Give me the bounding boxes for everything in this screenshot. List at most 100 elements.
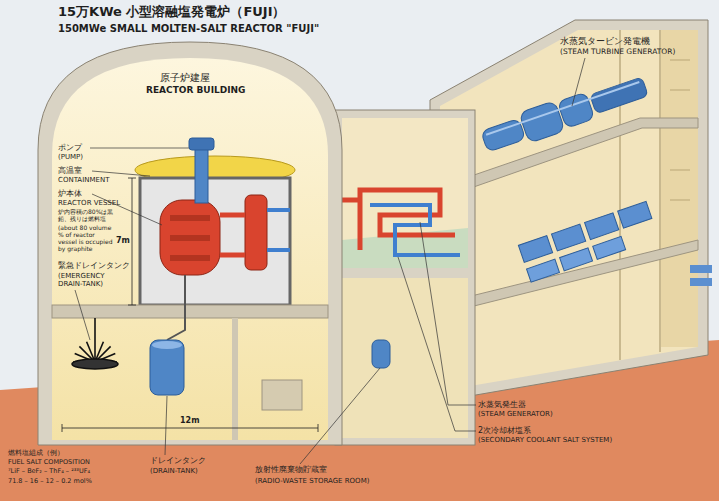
callout-label: 2次冷却材塩系 xyxy=(478,426,531,435)
column xyxy=(619,30,621,360)
condenser-units xyxy=(518,201,658,282)
turbine-casing xyxy=(557,92,594,128)
leader-line xyxy=(572,58,585,106)
reactor-vessel xyxy=(160,200,220,275)
leader-line xyxy=(75,290,90,340)
dimension-tick xyxy=(128,305,136,306)
column xyxy=(659,30,661,352)
unit xyxy=(618,201,652,228)
building-interior xyxy=(52,58,328,440)
diagram-title: 15万KWe 小型溶融塩発電炉（FUJI） xyxy=(58,5,286,20)
leader-line xyxy=(300,368,380,464)
callout-label: 放射性廃棄物貯蔵室 xyxy=(255,466,327,475)
callout-label: (DRAIN-TANK) xyxy=(150,467,198,475)
reactor-building xyxy=(38,42,342,445)
graphite-band xyxy=(170,235,210,241)
unit xyxy=(527,259,560,282)
graphite-band xyxy=(170,215,210,221)
callout-label: CONTAINMENT xyxy=(58,176,109,184)
dimension-label: 7m xyxy=(116,236,130,245)
emergency-drain-tank xyxy=(72,318,118,369)
leader-line xyxy=(398,257,476,431)
composition-text: 71.8 – 16 – 12 – 0.2 mol% xyxy=(8,478,92,485)
pump-shaft xyxy=(195,148,208,203)
hall-interior xyxy=(440,30,698,386)
callout-label: REACTOR VESSEL xyxy=(58,199,120,207)
callout-label: 緊急ドレインタンク xyxy=(58,262,130,271)
dimension-label: 12m xyxy=(180,416,199,425)
leader-line xyxy=(90,148,189,149)
callout-label: 水蒸気発生器 xyxy=(478,400,526,409)
callout-label: (STEAM TURBINE GENERATOR) xyxy=(560,48,675,57)
lower-floor xyxy=(455,240,698,310)
leader-line xyxy=(92,171,150,176)
building-wall xyxy=(335,110,475,445)
dimension-line xyxy=(62,428,318,429)
leader-line xyxy=(165,396,167,455)
dimension-line xyxy=(132,178,133,305)
callout-label: (PUMP) xyxy=(58,153,83,161)
secondary-loop xyxy=(267,210,290,250)
drain-tank xyxy=(150,340,184,395)
unit xyxy=(560,248,593,271)
leader-line xyxy=(420,222,476,405)
window xyxy=(670,200,690,201)
callout-label: 水蒸気タービン発電機 xyxy=(560,36,650,46)
dimension-tick xyxy=(128,178,136,179)
note-text: 炉内容積の80%は黒鉛、残りは燃料塩 xyxy=(58,209,114,223)
tank-top xyxy=(152,341,182,349)
window xyxy=(670,60,690,61)
highlight xyxy=(486,82,639,135)
drain-pipe xyxy=(167,275,185,340)
dimension-tick xyxy=(318,424,319,432)
upper-room xyxy=(342,118,468,268)
note-text: (about 80 volume % of reactor vessel is … xyxy=(58,225,114,253)
primary-pipe xyxy=(342,198,360,203)
storage-tank xyxy=(372,340,390,368)
window xyxy=(670,90,690,91)
window xyxy=(670,170,690,171)
secondary-pipe xyxy=(370,205,460,255)
callout-label: (STEAM GENERATOR) xyxy=(478,410,553,418)
heat-exchanger xyxy=(245,195,267,270)
steam-turbine xyxy=(479,71,650,157)
callout-label: 高温室 xyxy=(58,166,82,175)
composition-text: FUEL SALT COMPOSITION xyxy=(8,459,90,466)
building-label: REACTOR BUILDING xyxy=(146,85,246,95)
composition-text: ⁷LiF – BeF₂ – ThF₄ – ²³³UF₄ xyxy=(8,468,90,475)
callout-label: ポンプ xyxy=(58,143,82,152)
callout-label: 炉本体 xyxy=(58,189,82,198)
leader-lines xyxy=(75,58,585,464)
partition xyxy=(232,318,238,440)
outdoor-unit xyxy=(690,265,712,273)
dimension-tick xyxy=(62,424,63,432)
unit xyxy=(518,236,552,263)
pump-motor xyxy=(189,138,214,150)
unit xyxy=(593,236,626,259)
containment-cell xyxy=(140,178,290,305)
operating-floor xyxy=(445,118,698,196)
unit xyxy=(551,224,585,251)
primary-pipe xyxy=(360,190,455,250)
callout-label: (SECONDARY COOLANT SALT SYSTEM) xyxy=(478,436,612,444)
primary-loop xyxy=(220,215,245,255)
drain-pipe xyxy=(94,318,96,340)
outdoor-unit xyxy=(690,278,712,286)
waste-container xyxy=(262,380,302,410)
hall-side-wall xyxy=(660,30,698,347)
subtitle: 150MWe SMALL MOLTEN-SALT REACTOR "FUJI" xyxy=(58,23,319,35)
graphite-band xyxy=(170,255,210,261)
tank-base xyxy=(72,359,118,369)
callout-label: (RADIO-WASTE STORAGE ROOM) xyxy=(255,477,369,485)
callout-label: (EMERGENCY DRAIN-TANK) xyxy=(58,272,120,288)
steam-generator-building xyxy=(335,110,475,445)
composition-text: 燃料塩組成（例） xyxy=(8,450,64,457)
floor-slab xyxy=(52,305,328,318)
callout-label: ドレインタンク xyxy=(150,456,206,465)
building-label: 原子炉建屋 xyxy=(160,72,210,84)
building-wall xyxy=(38,42,342,445)
